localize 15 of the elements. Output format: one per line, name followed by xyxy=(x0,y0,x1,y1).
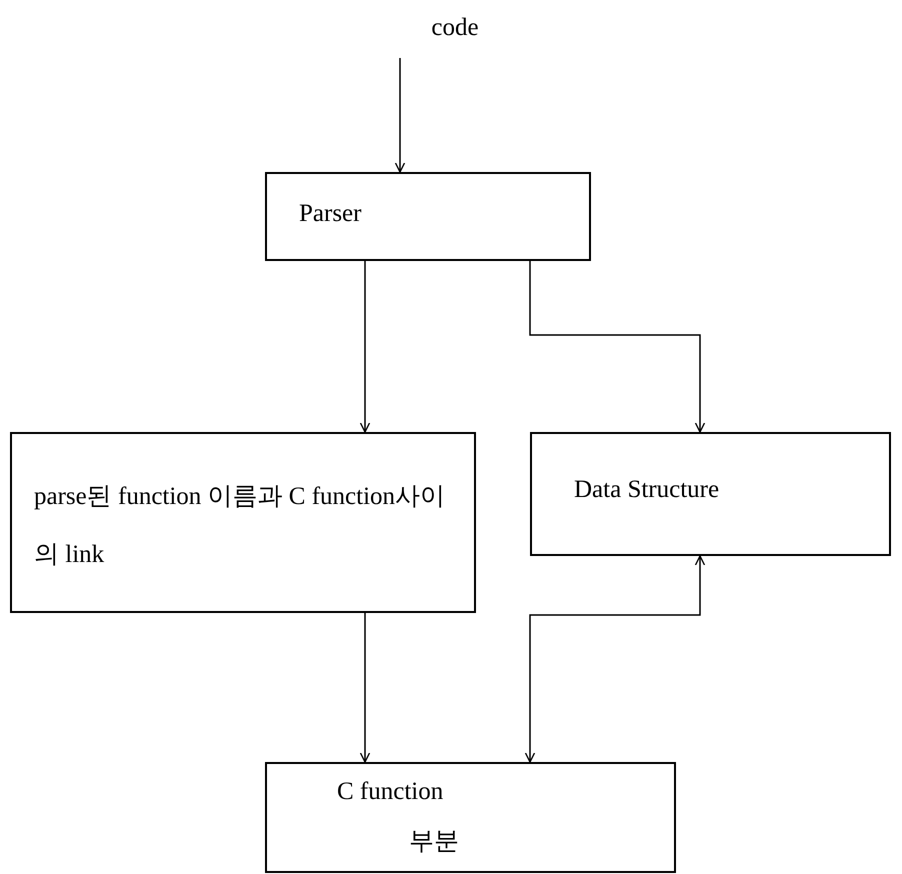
arrow xyxy=(360,613,370,763)
arrow xyxy=(524,555,706,763)
box-text: parse된 function 이름과 C function사이의 link xyxy=(34,482,446,570)
process-box xyxy=(265,172,591,261)
process-box xyxy=(10,432,476,613)
box-text: 부분 xyxy=(409,827,460,857)
process-box xyxy=(530,432,891,556)
process-box xyxy=(265,762,676,873)
arrow xyxy=(529,261,706,433)
arrow xyxy=(394,58,406,173)
box-text: Data Structure xyxy=(574,475,720,505)
input-label: code xyxy=(430,13,480,43)
box-text: C function xyxy=(337,777,444,807)
arrow xyxy=(360,261,370,433)
box-text: Parser xyxy=(299,199,362,229)
